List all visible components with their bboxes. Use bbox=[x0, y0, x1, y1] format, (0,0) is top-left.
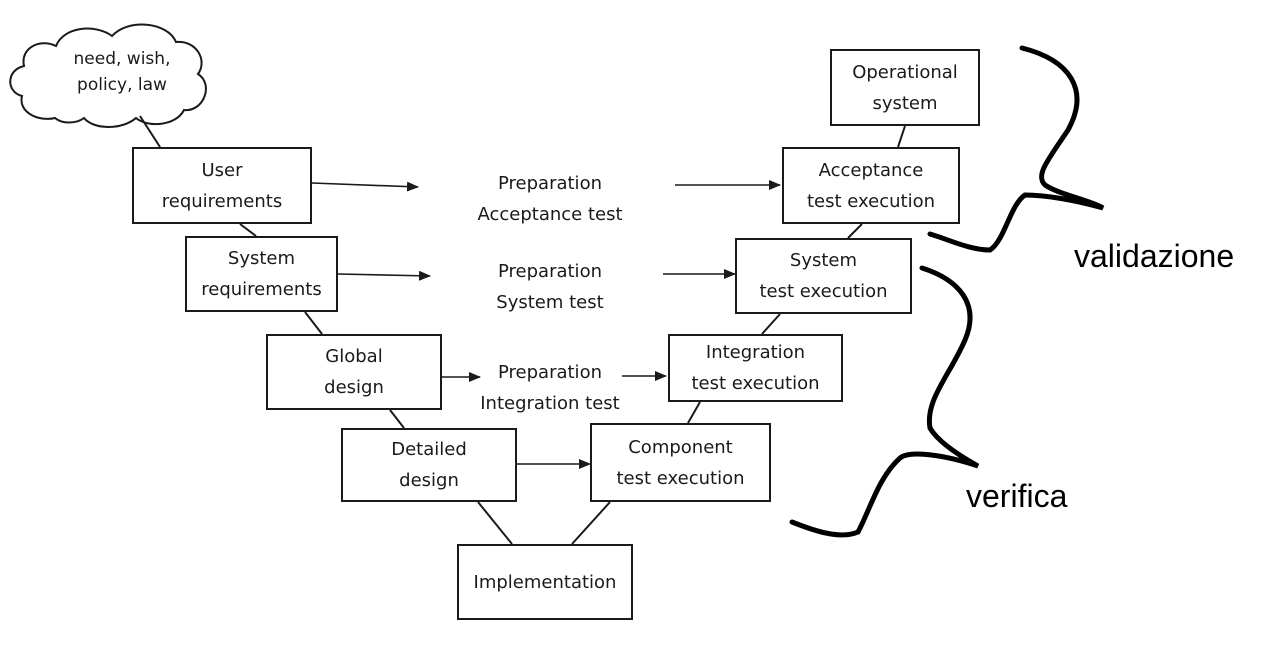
detailed-design-box: Detailed design bbox=[341, 428, 517, 502]
operational-system-box: Operational system bbox=[830, 49, 980, 126]
integration-test-execution-box: Integration test execution bbox=[668, 334, 843, 402]
verification-brace bbox=[789, 265, 980, 538]
preparation-arrows bbox=[311, 180, 781, 469]
preparation-acceptance-test-label: Preparation Acceptance test bbox=[477, 173, 623, 225]
validation-label: validazione bbox=[1074, 238, 1235, 274]
cloud-shape bbox=[9, 23, 207, 128]
implementation-box: Implementation bbox=[457, 544, 633, 620]
global-design-box: Global design bbox=[266, 334, 442, 410]
verification-label: verifica bbox=[966, 478, 1068, 514]
preparation-system-test-label: Preparation System test bbox=[496, 261, 604, 313]
validation-brace bbox=[927, 45, 1105, 253]
cloud-need-wish-policy-law: need, wish, policy, law bbox=[73, 49, 171, 95]
user-requirements-box: User requirements bbox=[132, 147, 312, 224]
v-connector-lines bbox=[139, 115, 906, 545]
component-test-execution-box: Component test execution bbox=[590, 423, 771, 502]
acceptance-test-execution-box: Acceptance test execution bbox=[782, 147, 960, 224]
preparation-integration-test-label: Preparation Integration test bbox=[480, 362, 620, 414]
arrow-user-req-out bbox=[311, 181, 419, 192]
system-test-execution-box: System test execution bbox=[735, 238, 912, 314]
system-requirements-box: System requirements bbox=[185, 236, 338, 312]
arrow-system-req-out bbox=[337, 270, 431, 281]
